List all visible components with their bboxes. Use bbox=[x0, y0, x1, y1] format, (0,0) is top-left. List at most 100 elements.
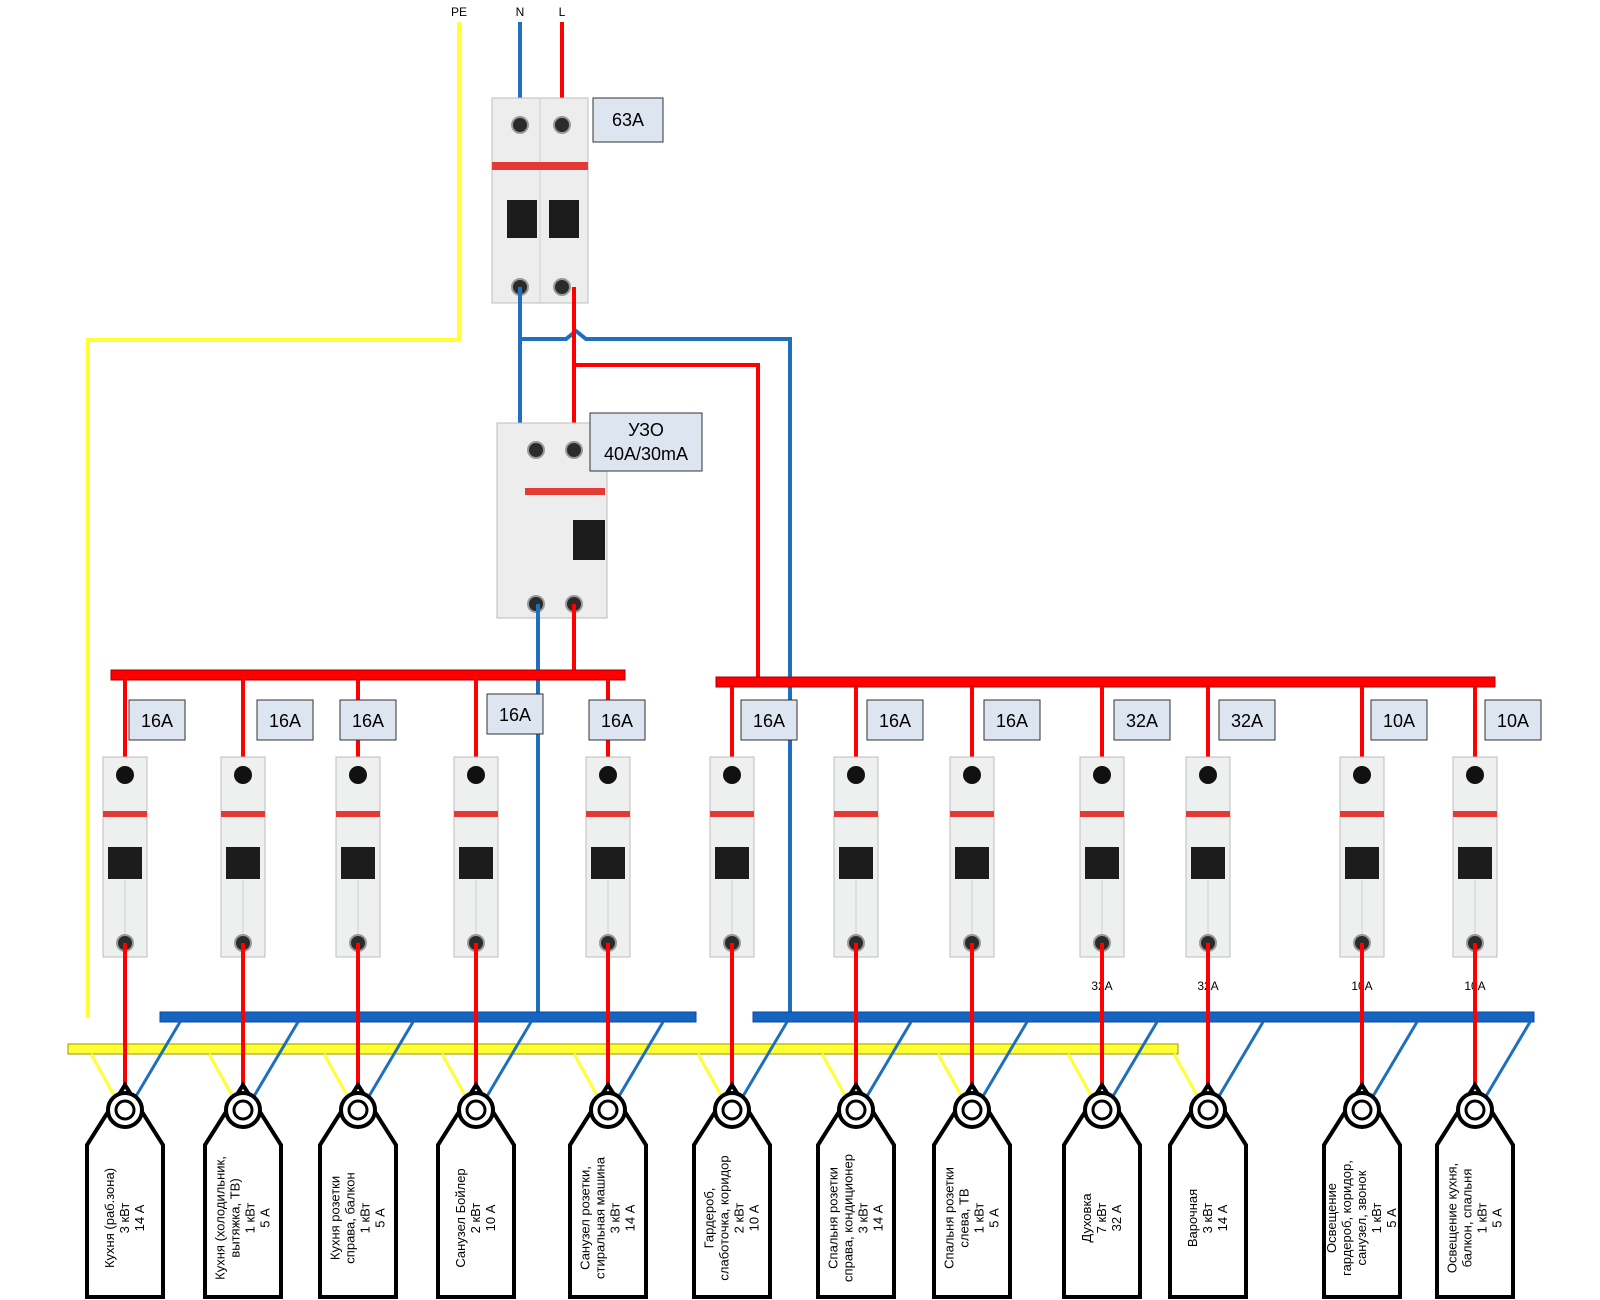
circuit-breaker bbox=[1185, 756, 1231, 958]
neutral-load-wire bbox=[360, 1021, 415, 1109]
breaker-rating: 16A bbox=[269, 711, 301, 731]
breaker-rating-box bbox=[983, 699, 1041, 741]
breakers-group: 16A16A16A16A16A16A16A16A32A32A32A32A10A1… bbox=[89, 680, 1542, 1110]
circuit-description-line: 3 кВт bbox=[117, 1203, 132, 1234]
neutral-load-wire bbox=[478, 1021, 533, 1109]
circuit-description-line: Гардероб, bbox=[702, 1188, 717, 1249]
breaker-stripe bbox=[336, 811, 380, 817]
breaker-stripe bbox=[1080, 811, 1124, 817]
circuit-breaker bbox=[335, 756, 381, 958]
breaker-top-terminal bbox=[599, 766, 617, 784]
main-breaker-rating: 63A bbox=[612, 110, 644, 130]
neutral-to-right-bus bbox=[520, 328, 792, 1014]
circuit-description-line: 2 кВт bbox=[468, 1203, 483, 1234]
breaker-toggle bbox=[955, 847, 989, 879]
breaker-rating: 10A bbox=[1497, 711, 1529, 731]
tag-ring-inner bbox=[347, 1099, 369, 1121]
breaker-stripe bbox=[950, 811, 994, 817]
breaker-rating-box bbox=[339, 699, 397, 741]
ground-bus bbox=[67, 1043, 1179, 1055]
circuit-description-line: вытяжка, ТВ) bbox=[228, 1178, 243, 1257]
breaker-rating-box bbox=[740, 699, 798, 741]
circuit-description-line: 1 кВт bbox=[1369, 1203, 1384, 1234]
circuit-description-line: 10 А bbox=[483, 1204, 498, 1231]
circuit-description-line: Освещение кухня, bbox=[1445, 1163, 1460, 1273]
circuit-description-line: 5 А bbox=[1490, 1208, 1505, 1228]
circuit-tag: Варочная3 кВт14 А bbox=[1168, 1081, 1248, 1299]
circuit-description-line: Санузел Бойлер bbox=[453, 1168, 468, 1267]
neutral-load-wire bbox=[245, 1021, 300, 1109]
breaker-rating-box bbox=[588, 699, 646, 741]
circuit-tag: Санузел розетки,стиральная машина3 кВт14… bbox=[568, 1081, 648, 1299]
neutral-load-wire bbox=[1364, 1021, 1419, 1109]
phase-to-right-bus bbox=[574, 363, 760, 682]
breaker-top-terminal bbox=[723, 766, 741, 784]
circuit-description-line: 1 кВт bbox=[1475, 1203, 1490, 1234]
circuit-description-line: 2 кВт bbox=[732, 1203, 747, 1234]
circuit-description: Санузел Бойлер2 кВт10 А bbox=[453, 1168, 498, 1267]
tag-ring-inner bbox=[1464, 1099, 1486, 1121]
circuit-description-line: санузел, звонок bbox=[1354, 1170, 1369, 1265]
pe-input-label: PE bbox=[451, 5, 467, 19]
circuit-tag: Спальня розеткислева, ТВ1 кВт5 А bbox=[932, 1081, 1012, 1299]
rcd-label-line1: УЗО bbox=[628, 420, 664, 440]
breaker-top-terminal bbox=[1353, 766, 1371, 784]
circuit-breaker bbox=[220, 756, 266, 958]
breaker-toggle bbox=[459, 847, 493, 879]
breaker-rating: 10A bbox=[1383, 711, 1415, 731]
breaker-rating: 16A bbox=[352, 711, 384, 731]
neutral-load-wire bbox=[974, 1021, 1029, 1109]
circuit-description-line: 7 кВт bbox=[1094, 1203, 1109, 1234]
neutral-load-wire bbox=[127, 1021, 182, 1109]
circuit-description: Санузел розетки,стиральная машина3 кВт14… bbox=[578, 1156, 638, 1279]
neutral-load-wire bbox=[1104, 1021, 1159, 1109]
tag-ring-inner bbox=[961, 1099, 983, 1121]
neutral-load-wire bbox=[1210, 1021, 1265, 1109]
breaker-rating-box bbox=[486, 693, 544, 735]
circuit-description: Духовка7 кВт32 А bbox=[1079, 1193, 1124, 1243]
breaker-top-terminal bbox=[349, 766, 367, 784]
right-phase-bus bbox=[715, 676, 1496, 688]
breaker-top-terminal bbox=[234, 766, 252, 784]
pe-wire bbox=[86, 22, 461, 1018]
circuit-description-line: 14 А bbox=[623, 1204, 638, 1231]
circuit-description-line: Варочная bbox=[1185, 1189, 1200, 1247]
circuit-description-line: 5 А bbox=[987, 1208, 1002, 1228]
circuit-description-line: балкон, спальня bbox=[1460, 1169, 1475, 1268]
breaker-toggle bbox=[1085, 847, 1119, 879]
circuit-description-line: 1 кВт bbox=[972, 1203, 987, 1234]
circuit-description: Освещениегардероб, коридор,санузел, звон… bbox=[1324, 1160, 1399, 1276]
circuit-description-line: 10 А bbox=[747, 1204, 762, 1231]
breaker-rating: 16A bbox=[141, 711, 173, 731]
breaker-rating-box bbox=[1484, 699, 1542, 741]
circuit-tag: Освещениегардероб, коридор,санузел, звон… bbox=[1322, 1081, 1402, 1299]
circuit-description-line: 1 кВт bbox=[243, 1203, 258, 1234]
breaker-top-terminal bbox=[467, 766, 485, 784]
circuit-description: Спальня розеткислева, ТВ1 кВт5 А bbox=[942, 1167, 1002, 1269]
circuit-description-line: слаботочка, коридор bbox=[717, 1155, 732, 1280]
circuit-description-line: справа, кондиционер bbox=[841, 1154, 856, 1282]
breaker-stripe bbox=[710, 811, 754, 817]
breaker-toggle bbox=[108, 847, 142, 879]
breaker-rating-box bbox=[1218, 699, 1276, 741]
right-neutral-bus bbox=[752, 1011, 1535, 1023]
circuit-description-line: 14 А bbox=[871, 1204, 886, 1231]
circuit-description: Варочная3 кВт14 А bbox=[1185, 1189, 1230, 1247]
circuit-description: Освещение кухня,балкон, спальня1 кВт5 А bbox=[1445, 1163, 1505, 1273]
circuit-description: Кухня (раб.зона)3 кВт14 А bbox=[102, 1168, 147, 1268]
neutral-load-wire bbox=[858, 1021, 913, 1109]
circuit-breaker bbox=[1452, 756, 1498, 958]
circuit-description-line: 5 А bbox=[258, 1208, 273, 1228]
circuit-breaker bbox=[453, 756, 499, 958]
breaker-stripe bbox=[221, 811, 265, 817]
circuit-tag: Кухня (раб.зона)3 кВт14 А bbox=[85, 1081, 165, 1299]
tag-ring-inner bbox=[1197, 1099, 1219, 1121]
circuit-description-line: 1 кВт bbox=[358, 1203, 373, 1234]
tag-ring-inner bbox=[721, 1099, 743, 1121]
circuit-breaker bbox=[1079, 756, 1125, 958]
n-input-label: N bbox=[516, 5, 525, 19]
breaker-toggle bbox=[715, 847, 749, 879]
left-neutral-bus bbox=[159, 1011, 697, 1023]
circuit-description: Кухня (холодильник,вытяжка, ТВ)1 кВт5 А bbox=[213, 1156, 273, 1280]
circuit-description: Гардероб,слаботочка, коридор2 кВт10 А bbox=[702, 1155, 762, 1280]
